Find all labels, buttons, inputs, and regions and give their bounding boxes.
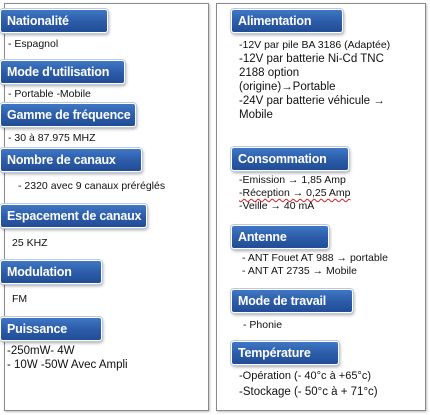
section-line: - ANT AT 2735 → Mobile bbox=[242, 265, 357, 277]
section-title: Puissance bbox=[0, 317, 102, 341]
section-line: -12V par batterie Ni-Cd TNC bbox=[239, 53, 384, 65]
section-line: -250mW- 4W bbox=[7, 345, 75, 357]
section-line: - Espagnol bbox=[8, 38, 59, 50]
section-line: 2188 option bbox=[239, 67, 300, 79]
section-line: FM bbox=[12, 293, 28, 305]
section-line: - 2320 avec 9 canaux préréglés bbox=[18, 180, 166, 192]
section-line: - 10W -50W Avec Ampli bbox=[7, 359, 128, 371]
section-modulation: Modulation FM bbox=[0, 260, 102, 306]
section-nombre-canaux: Nombre de canaux - 2320 avec 9 canaux pr… bbox=[0, 148, 165, 193]
section-line: 25 KHZ bbox=[12, 237, 48, 249]
section-title: Modulation bbox=[0, 260, 102, 284]
section-line: -Emission → 1,85 Amp bbox=[239, 174, 346, 186]
section-title: Antenne bbox=[231, 225, 329, 249]
section-espacement-canaux: Espacement de canaux 25 KHZ bbox=[0, 204, 147, 250]
section-line: -24V par batterie véhicule → bbox=[239, 95, 385, 107]
section-title: Température bbox=[231, 341, 339, 365]
section-antenne: Antenne - ANT Fouet AT 988 → portable - … bbox=[231, 225, 388, 278]
section-puissance: Puissance -250mW- 4W - 10W -50W Avec Amp… bbox=[0, 317, 128, 372]
section-line: -Opération (- 40°c à +65°c) bbox=[239, 370, 371, 382]
section-line: -12V par pile BA 3186 (Adaptée) bbox=[239, 39, 391, 51]
section-line: - 30 à 87.975 MHZ bbox=[8, 132, 96, 144]
section-gamme-frequence: Gamme de fréquence - 30 à 87.975 MHZ bbox=[0, 103, 136, 145]
section-title: Gamme de fréquence bbox=[0, 103, 136, 127]
section-title: Espacement de canaux bbox=[0, 204, 147, 228]
section-line: -Réception → 0,25 Amp bbox=[239, 187, 351, 199]
section-mode-travail: Mode de travail - Phonie bbox=[231, 289, 353, 332]
section-line: (origine)→Portable bbox=[239, 81, 336, 93]
section-nationalite: Nationalité - Espagnol bbox=[0, 9, 108, 51]
section-title: Mode d'utilisation bbox=[0, 60, 125, 84]
section-temperature: Température -Opération (- 40°c à +65°c) … bbox=[231, 341, 378, 400]
section-title: Consommation bbox=[231, 147, 349, 171]
section-line: - Phonie bbox=[243, 319, 283, 331]
section-title: Mode de travail bbox=[231, 289, 353, 313]
section-title: Alimentation bbox=[231, 9, 343, 33]
section-mode-utilisation: Mode d'utilisation - Portable -Mobile bbox=[0, 60, 125, 101]
section-line: -Veille → 40 mA bbox=[239, 200, 315, 212]
section-title: Nationalité bbox=[0, 9, 108, 33]
section-line: Mobile bbox=[239, 109, 273, 121]
section-alimentation: Alimentation -12V par pile BA 3186 (Adap… bbox=[231, 9, 390, 122]
section-title: Nombre de canaux bbox=[0, 148, 142, 172]
section-line: - ANT Fouet AT 988 → portable bbox=[242, 252, 388, 264]
section-line: -Stockage (- 50°c à + 71°c) bbox=[239, 386, 378, 398]
section-line: - Portable -Mobile bbox=[8, 88, 91, 100]
section-consommation: Consommation -Emission → 1,85 Amp -Récep… bbox=[231, 147, 350, 213]
